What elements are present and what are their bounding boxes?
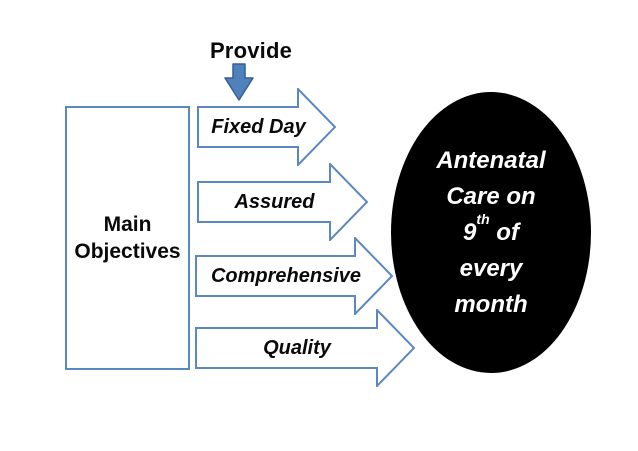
right-arrow-icon bbox=[195, 237, 393, 315]
oval-line3: 9th of bbox=[463, 212, 519, 251]
main-objectives-box: Main Objectives bbox=[65, 106, 190, 370]
oval-line5: month bbox=[454, 290, 528, 318]
main-objectives-line1: Main bbox=[103, 213, 152, 236]
arrow-label-comprehensive: Comprehensive bbox=[210, 264, 362, 287]
oval-line3-rest: of bbox=[489, 218, 519, 246]
right-arrow-icon bbox=[197, 88, 336, 166]
arrow-shape-assured: Assured bbox=[197, 163, 368, 241]
right-arrow-icon bbox=[195, 309, 415, 387]
oval-line4: every bbox=[459, 254, 523, 282]
arrow-shape-fixed-day: Fixed Day bbox=[197, 88, 336, 166]
main-objectives-line2: Objectives bbox=[74, 240, 181, 263]
right-arrow-icon bbox=[197, 163, 368, 241]
arrow-shape-quality: Quality bbox=[195, 309, 415, 387]
arrow-label-assured: Assured bbox=[234, 190, 315, 213]
oval-line3-superscript: th bbox=[476, 211, 490, 228]
provide-heading: Provide bbox=[209, 38, 293, 63]
oval-line1: Antenatal bbox=[436, 146, 546, 174]
arrow-shape-comprehensive: Comprehensive bbox=[195, 237, 393, 315]
down-arrow-icon bbox=[224, 63, 254, 101]
antenatal-care-oval: Antenatal Care on 9th of every month bbox=[391, 92, 591, 373]
arrow-label-quality: Quality bbox=[263, 336, 331, 359]
arrow-label-fixed-day: Fixed Day bbox=[211, 115, 306, 138]
oval-line2: Care on bbox=[446, 182, 536, 210]
oval-line3-number: 9 bbox=[463, 218, 477, 246]
